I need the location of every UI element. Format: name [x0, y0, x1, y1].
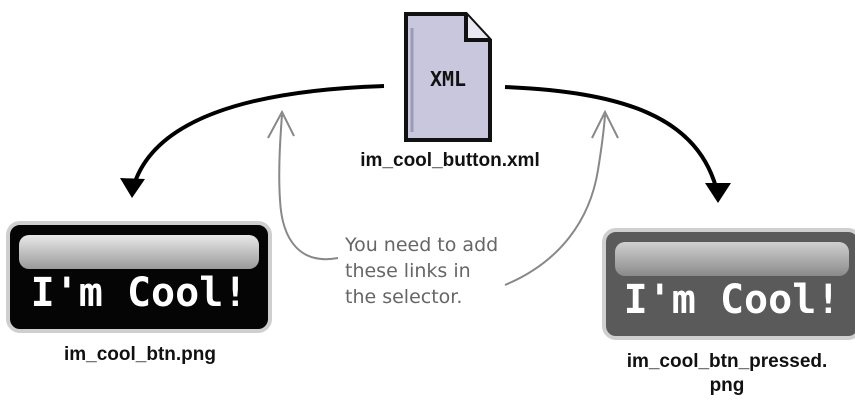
right-arrowhead — [705, 183, 731, 203]
left-arrow — [130, 84, 385, 193]
cool-button-pressed: I'm Cool! — [602, 228, 855, 340]
left-arrowhead — [120, 178, 145, 198]
cool-button-normal-label: I'm Cool! — [30, 270, 248, 316]
right-arrow — [504, 85, 720, 196]
selector-annotation: You need to add these links in the selec… — [345, 234, 499, 308]
left-note-arrow — [278, 114, 339, 261]
cool-button-pressed-caption: im_cool_btn_pressed. png — [626, 351, 828, 396]
cool-button-normal-caption: im_cool_btn.png — [64, 344, 216, 365]
xml-file-icon: XML — [404, 12, 492, 142]
xml-file-caption: im_cool_button.xml — [360, 150, 540, 171]
cool-button-normal: I'm Cool! — [6, 221, 272, 333]
xml-file-label: XML — [430, 67, 466, 91]
cool-button-pressed-label: I'm Cool! — [623, 277, 841, 323]
button-gloss — [615, 242, 849, 276]
right-note-arrow — [504, 114, 606, 286]
button-gloss — [19, 235, 259, 269]
